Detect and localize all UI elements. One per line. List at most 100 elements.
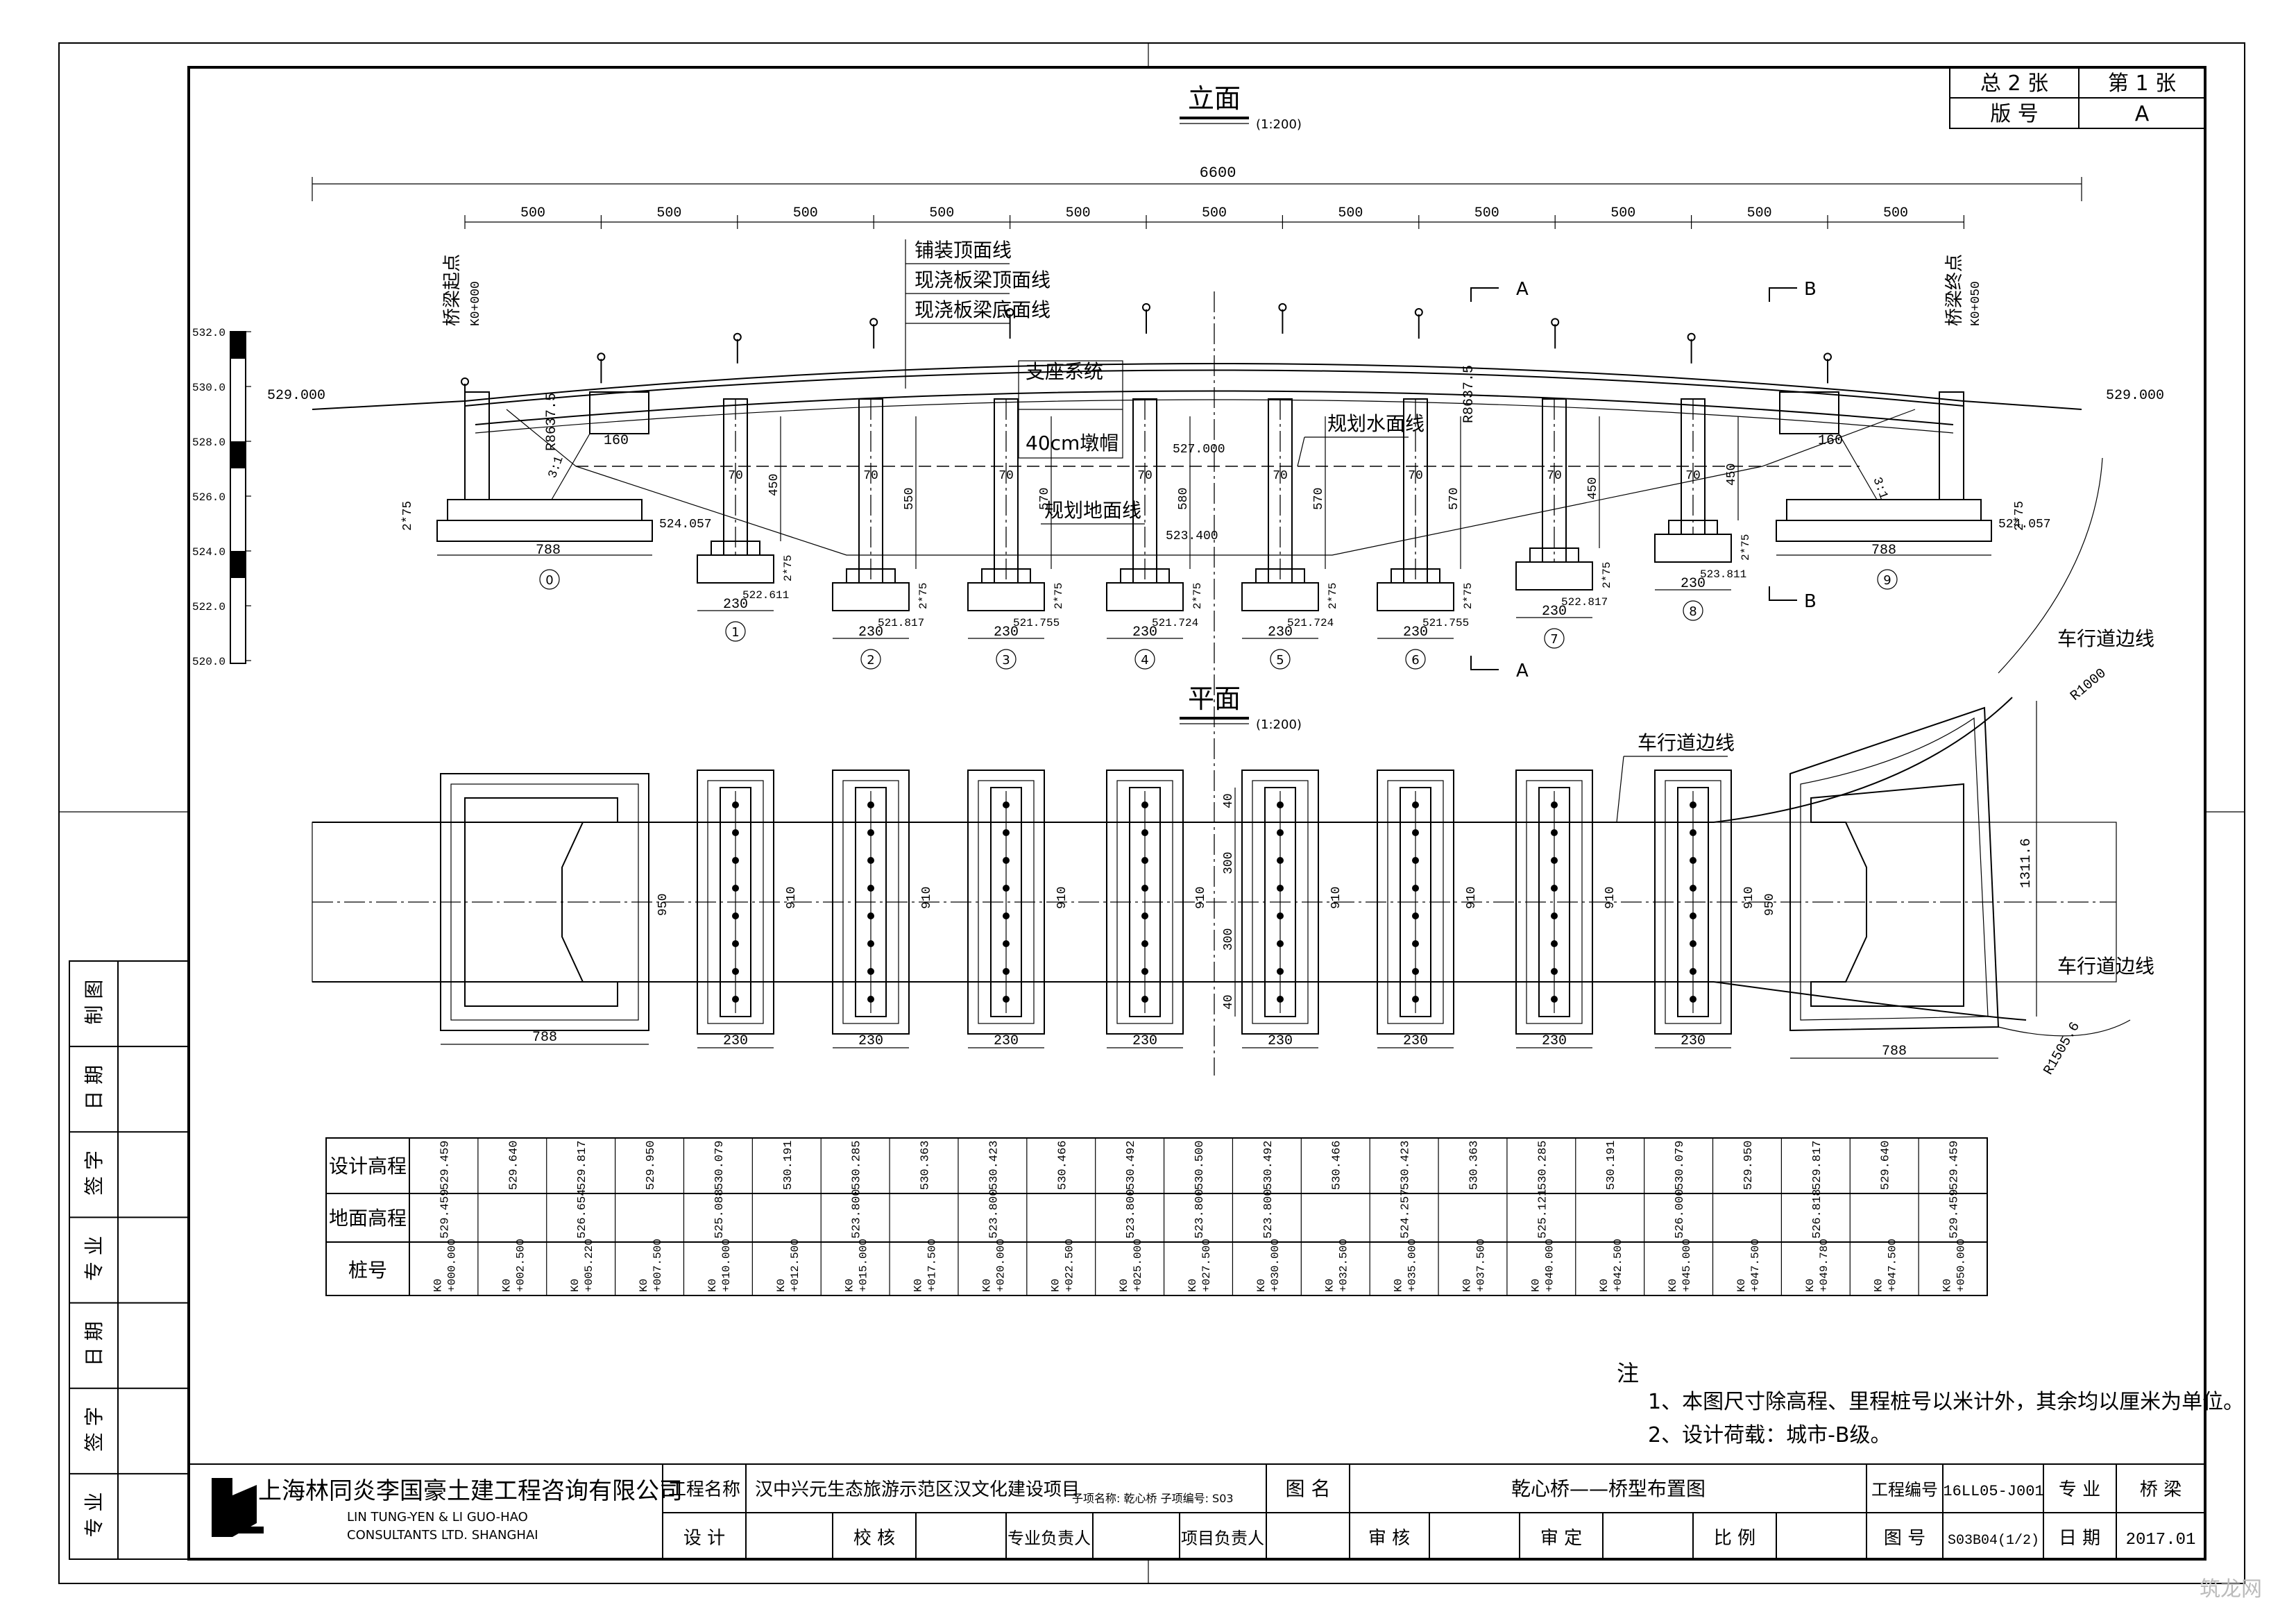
inner-frame — [187, 66, 2206, 1561]
station-13: K0 — [1324, 1279, 1336, 1292]
pier-base-elev-7: 522.817 — [1561, 596, 1608, 609]
subproject: 子项名称: 乾心桥 子项编号: S03 — [1072, 1492, 1234, 1505]
project-label: 工程名称 — [668, 1479, 740, 1500]
station-10: K0 — [1118, 1279, 1130, 1292]
ground-elev-18: 526.000 — [1674, 1189, 1687, 1239]
svg-text:+022.500: +022.500 — [1063, 1239, 1075, 1292]
design-elev-13: 530.466 — [1331, 1141, 1344, 1190]
pier-base-elev-2: 521.817 — [878, 617, 924, 629]
design-elev-0: 529.459 — [439, 1141, 452, 1190]
span-dim-7: 500 — [1474, 205, 1499, 221]
ground-elev-14: 524.257 — [1400, 1189, 1413, 1239]
elevation-title: 立面 — [1188, 83, 1241, 114]
pier-height-4: 580 — [1177, 488, 1191, 510]
side-label-4: 日 期 — [83, 1321, 105, 1366]
svg-text:300: 300 — [1222, 928, 1236, 951]
company-en-2: CONSULTANTS LTD. SHANGHAI — [347, 1528, 538, 1543]
station-9: K0 — [1049, 1279, 1062, 1292]
svg-text:B: B — [1804, 591, 1817, 612]
svg-text:+012.500: +012.500 — [789, 1239, 801, 1292]
design-elev-7: 530.363 — [919, 1141, 933, 1190]
pier-num-7: 7 — [1550, 632, 1558, 647]
svg-text:+000.000: +000.000 — [445, 1239, 458, 1292]
side-label-5: 签 字 — [83, 1407, 105, 1452]
svg-text:+047.500: +047.500 — [1887, 1239, 1899, 1292]
design-elev-22: 529.459 — [1948, 1141, 1962, 1190]
pier-height-1: 450 — [767, 474, 781, 496]
layer-label-1: 铺装顶面线 — [915, 239, 1012, 262]
station-11: K0 — [1187, 1279, 1199, 1292]
job-no-label: 工程编号 — [1871, 1480, 1938, 1499]
svg-text:+042.500: +042.500 — [1612, 1239, 1624, 1292]
svg-text:950: 950 — [1763, 894, 1777, 916]
cross-dims: 40 300 300 40 — [1222, 788, 1236, 1017]
railing-post — [1142, 303, 1150, 312]
ground-label: 规划地面线 — [1044, 499, 1141, 522]
ground-elev-0: 529.459 — [439, 1189, 452, 1239]
pier-base-elev-3: 521.755 — [1013, 617, 1060, 629]
sheet-info-table: 总 2 张 第 1 张 版 号 A — [1949, 67, 2206, 129]
design-elev-3: 529.950 — [645, 1141, 658, 1190]
svg-text:2*75: 2*75 — [2013, 501, 2027, 531]
railing-post — [733, 332, 742, 341]
design-elev-14: 530.423 — [1400, 1141, 1413, 1190]
svg-text:230: 230 — [1542, 1033, 1567, 1049]
pier-base-elev-5: 521.724 — [1287, 617, 1334, 629]
span-dim-6: 500 — [1338, 205, 1363, 221]
design-elev-4: 530.079 — [713, 1141, 726, 1190]
station-12: K0 — [1255, 1279, 1268, 1292]
design-elev-1: 529.640 — [507, 1141, 520, 1190]
svg-text:+030.000: +030.000 — [1269, 1239, 1282, 1292]
row-label-station: 桩号 — [348, 1259, 387, 1282]
svg-text:230: 230 — [1132, 1033, 1157, 1049]
pier-num-0: 0 — [545, 573, 553, 588]
water-label: 规划水面线 — [1327, 412, 1425, 435]
ground-elev-10: 523.800 — [1125, 1189, 1138, 1239]
design-elev-17: 530.191 — [1605, 1141, 1618, 1190]
elevation-table: 设计高程 地面高程 桩号 529.459529.459K0+000.000529… — [325, 1137, 1988, 1296]
elevation-scale: (1:200) — [1256, 117, 1302, 132]
pier-height-7: 450 — [1586, 477, 1600, 500]
approve-label: 审 定 — [1540, 1528, 1582, 1549]
svg-text:70: 70 — [863, 469, 878, 483]
svg-text:910: 910 — [1742, 887, 1756, 909]
svg-text:910: 910 — [1465, 887, 1479, 909]
project-value: 汉中兴元生态旅游示范区汉文化建设项目 — [755, 1479, 1080, 1500]
plan-view: 平面 (1:200) 788 950 788 950 1311.6 — [312, 457, 2154, 1078]
svg-text:2*75: 2*75 — [1462, 583, 1474, 609]
svg-text:2*75: 2*75 — [1327, 583, 1339, 609]
ground-elev: 523.400 — [1166, 529, 1218, 543]
svg-text:2*75: 2*75 — [1601, 562, 1613, 588]
svg-text:+002.500: +002.500 — [514, 1239, 527, 1292]
axis-tick-0: 532.0 — [192, 327, 226, 339]
pm-label: 项目负责人 — [1181, 1529, 1264, 1548]
section-markers: A A B B — [1470, 279, 1817, 681]
span-dim-5: 500 — [1202, 205, 1227, 221]
road-elev-right: 529.000 — [2106, 388, 2164, 404]
pier-base-elev-1: 522.611 — [742, 589, 789, 602]
svg-text:A: A — [1516, 279, 1529, 300]
railing-post — [1005, 308, 1014, 317]
design-elev-6: 530.285 — [851, 1141, 864, 1190]
row-label-design: 设计高程 — [329, 1155, 407, 1178]
date-value: 2017.01 — [2126, 1531, 2196, 1549]
span-dim-1: 500 — [656, 205, 681, 221]
span-dim-10: 500 — [1883, 205, 1908, 221]
svg-text:+047.500: +047.500 — [1749, 1239, 1762, 1292]
svg-text:3:1: 3:1 — [1869, 475, 1890, 501]
radius-left: R8637.5 — [544, 393, 560, 451]
design-elev-20: 529.817 — [1811, 1141, 1824, 1190]
svg-text:+049.780: +049.780 — [1818, 1239, 1830, 1292]
abutment-right: 160 3:1 2*75 788 524.057 9 — [1776, 391, 2051, 590]
station-5: K0 — [775, 1279, 788, 1292]
plan-total-width: 1311.6 — [2018, 838, 2034, 888]
row-label-ground: 地面高程 — [329, 1207, 407, 1230]
span-dim-8: 500 — [1610, 205, 1635, 221]
svg-text:910: 910 — [785, 887, 799, 909]
svg-text:524.057: 524.057 — [659, 518, 712, 532]
design-elev-16: 530.285 — [1536, 1141, 1549, 1190]
layer-label-2: 现浇板梁顶面线 — [915, 269, 1051, 291]
